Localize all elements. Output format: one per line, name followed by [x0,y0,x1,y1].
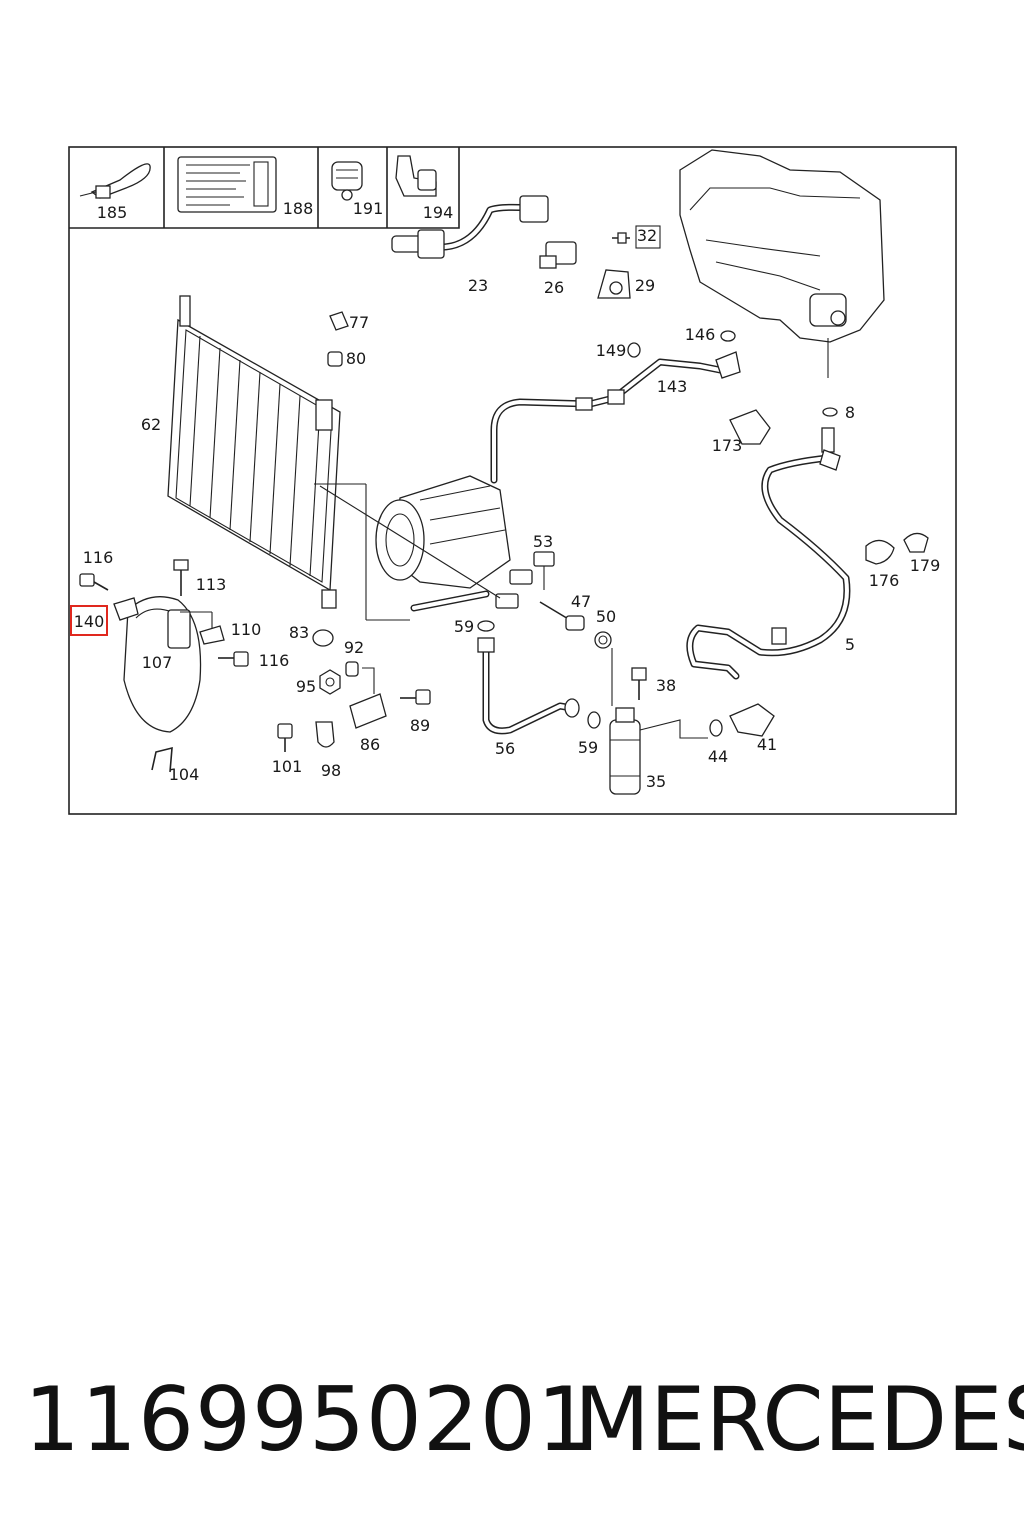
oring-50 [594,631,612,649]
connector-icon [331,161,363,201]
callout-101: 101 [272,757,303,776]
callout-140: 140 [74,612,105,631]
callout-116a: 116 [83,548,114,567]
bolt-116b [218,651,249,667]
cable-tie-icon [79,163,151,199]
callout-35: 35 [646,772,666,791]
callout-56: 56 [495,739,515,758]
label-plate-icon [177,156,277,213]
callout-53: 53 [533,532,553,551]
callout-32: 32 [637,226,657,245]
callout-29: 29 [635,276,655,295]
callout-116b: 116 [259,651,290,670]
callout-86: 86 [360,735,380,754]
engine-block [679,149,885,378]
callout-77: 77 [349,313,369,332]
callout-113: 113 [196,575,227,594]
oring-59b [587,711,601,729]
callout-26: 26 [544,278,564,297]
highlight-box-140 [70,605,108,636]
callout-143: 143 [657,377,688,396]
callout-44: 44 [708,747,728,766]
clip-92 [345,661,359,677]
diagram-frame [68,146,957,815]
hose-56 [477,637,580,735]
parts-diagram: 185 188 191 194 23 26 32 29 77 80 146 149 143 62 8 173 1… [68,146,957,815]
callout-41: 41 [757,735,777,754]
callout-98: 98 [321,761,341,780]
callout-185: 185 [97,203,128,222]
oring-8 [822,407,838,417]
nut-110 [199,625,225,645]
pressure-sensor-47 [539,601,585,631]
bolt-89 [400,689,431,705]
fan-shroud-107 [123,596,213,733]
callout-47: 47 [571,592,591,611]
callout-80: 80 [346,349,366,368]
bolt-116a [79,573,109,591]
clip-80 [327,351,343,367]
callout-59a: 59 [454,617,474,636]
hose-143 [490,351,741,484]
part-number: 1169950201 [24,1368,594,1471]
callout-176: 176 [869,571,900,590]
callout-149: 149 [596,341,627,360]
oring-149 [627,342,641,358]
callout-191: 191 [353,199,384,218]
grommet-83 [312,629,334,647]
callout-188: 188 [283,199,314,218]
callout-23: 23 [468,276,488,295]
brand-name: MERCEDES [574,1368,1024,1471]
connector-53 [495,551,555,609]
elbow-connector-icon [395,155,437,197]
callout-83: 83 [289,623,309,642]
bracket-104 [151,746,173,773]
bracket-29 [597,269,631,299]
condenser-62 [167,295,410,621]
callout-59b: 59 [578,738,598,757]
wiring-harness-23 [391,195,549,259]
oring-59a [477,620,495,632]
callout-173: 173 [712,436,743,455]
callout-38: 38 [656,676,676,695]
screw-113 [173,559,189,596]
compressor-line [319,485,501,612]
oring-146 [720,330,736,342]
screw-32 [612,225,661,249]
callout-194: 194 [423,203,454,222]
callout-110: 110 [231,620,262,639]
footer: 1169950201 MERCEDES [0,1360,1024,1480]
bolt-38 [631,667,647,700]
washer-44 [709,719,723,737]
callout-95: 95 [296,677,316,696]
callout-107: 107 [142,653,173,672]
callout-92: 92 [344,638,364,657]
hose-5 [686,427,851,680]
callout-62: 62 [141,415,161,434]
callout-89: 89 [410,716,430,735]
inset-strip [69,147,460,229]
clamp-98 [315,721,335,748]
nut-95 [319,669,341,695]
bracket-86 [349,667,387,729]
clamp-179 [903,532,929,553]
callout-146: 146 [685,325,716,344]
callout-179: 179 [910,556,941,575]
cap-173 [729,409,771,445]
clip-77 [329,311,349,331]
callout-5: 5 [845,635,855,654]
receiver-dryer-35 [609,648,708,795]
callout-104: 104 [169,765,200,784]
callout-50: 50 [596,607,616,626]
callout-8: 8 [845,403,855,422]
bracket-140 [113,597,139,621]
clamp-176 [865,539,895,565]
callout-labels: 185 188 191 194 23 26 32 29 77 80 146 149 143 62 8 173 1… [74,199,941,791]
compressor [375,475,511,589]
bolt-101 [277,723,293,752]
relay-26 [539,241,577,269]
switch-41 [729,703,775,737]
